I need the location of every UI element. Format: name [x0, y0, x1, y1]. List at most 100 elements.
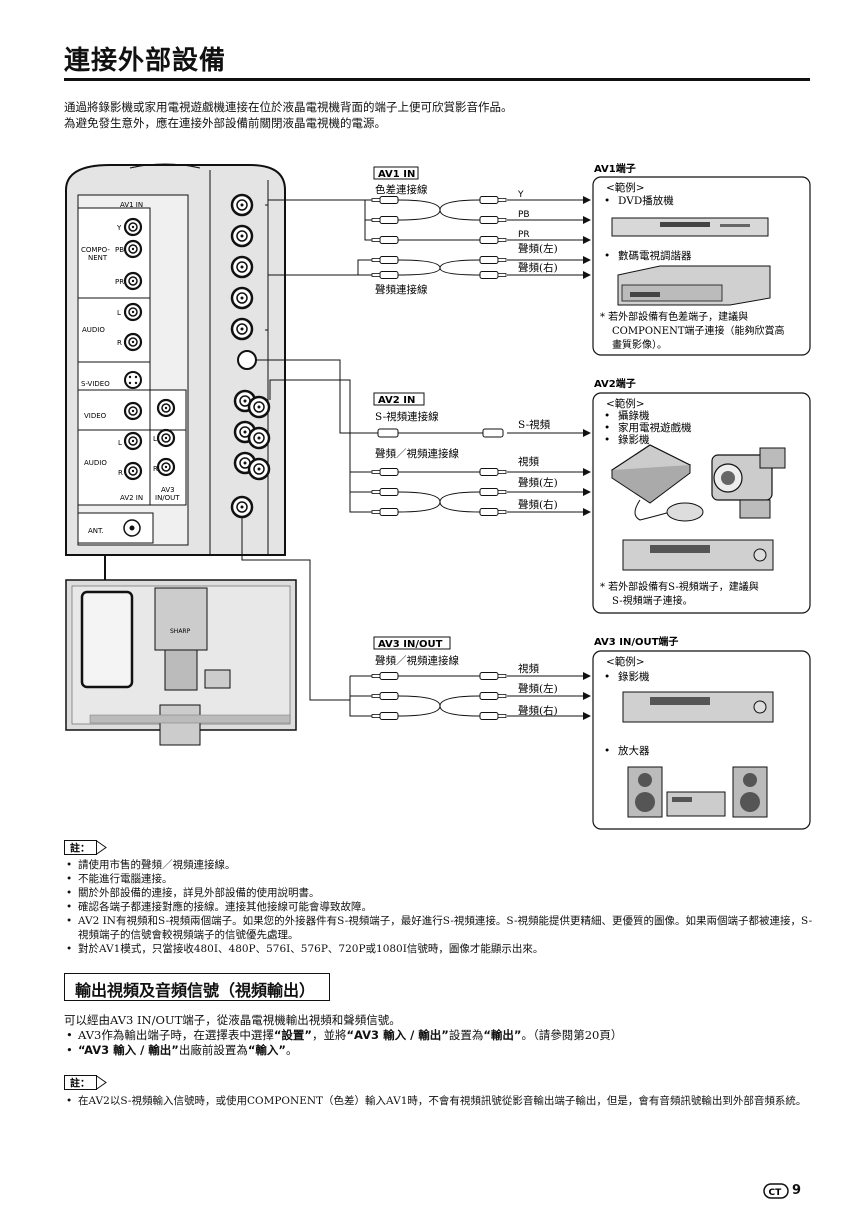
label-component-1: COMPO- [81, 246, 110, 254]
label-l2: L [118, 439, 122, 447]
av2-example: <範例> [606, 397, 645, 410]
svg-text:•: • [604, 250, 610, 262]
av1-sig-y: Y [517, 190, 524, 200]
av1-sig-pr: PR [518, 230, 530, 240]
av3-sig-r: 聲頻(右) [518, 704, 558, 717]
av2-dev-vcr: 錄影機 [618, 433, 650, 446]
tv-rear [65, 555, 297, 746]
camcorder-image [711, 447, 786, 519]
label-l: L [117, 309, 121, 317]
av3-sig-v: 視頻 [518, 662, 539, 675]
language-code: CT [769, 1188, 783, 1198]
label-audio: AUDIO [82, 326, 105, 334]
svg-text:•: • [604, 422, 610, 434]
av2-sig-l: 聲頻(左) [518, 476, 558, 489]
av2-sig-s: S-視頻 [518, 418, 551, 431]
av2-dev-camcorder: 攝錄機 [618, 409, 650, 422]
dvd-player-image [611, 217, 769, 237]
note-badge-2: 註： [64, 1075, 107, 1090]
note-item: 請使用市售的聲頻／視頻連接線。 [64, 858, 814, 872]
av1-box-title: AV1端子 [594, 162, 636, 175]
av1-arrows [507, 196, 591, 279]
av1-sig-pb: PB [518, 210, 530, 220]
tv-panel-jacks [123, 193, 271, 537]
av1-note-2: COMPONENT端子連接（能夠欣賞高 [612, 324, 785, 337]
label-av3-1: AV3 [161, 486, 175, 494]
av1-example: <範例> [606, 181, 645, 194]
av2-note-1: * 若外部設備有S-視頻端子，建議與 [600, 580, 759, 593]
note-item: 對於AV1模式，只當接收480I、480P、576I、576P、720P或108… [64, 942, 814, 956]
label-r3: R [153, 465, 158, 473]
av1-cable-audio: 聲頻連接線 [375, 283, 428, 296]
av3-arrows [507, 672, 591, 720]
label-video: VIDEO [84, 412, 107, 420]
av1-dev-dvd: DVD播放機 [618, 194, 674, 207]
language-badge: CT [763, 1183, 789, 1199]
label-av3-2: IN/OUT [155, 494, 180, 502]
note-item: 不能進行電腦連接。 [64, 872, 814, 886]
svg-text:•: • [604, 745, 610, 757]
av1-cable-component: 色差連接線 [375, 183, 428, 196]
av3-header: AV3 IN/OUT [378, 639, 443, 650]
note-label-2: 註： [70, 1077, 90, 1090]
label-audio2: AUDIO [84, 459, 107, 467]
av3-plugs [371, 672, 507, 720]
label-s-video: S-VIDEO [81, 380, 110, 388]
av1-sig-r: 聲頻(右) [518, 261, 558, 274]
connection-diagram: AV1 IN Y COMPO- NENT PB PR L AUDIO R S-V… [65, 162, 811, 830]
label-y: Y [116, 224, 122, 232]
av3-cable-av: 聲頻／視頻連接線 [375, 654, 459, 667]
av3-wires [241, 517, 481, 717]
notes-list-2: 在AV2以S-視頻輸入信號時，或使用COMPONENT（色差）輸入AV1時，不會… [64, 1094, 814, 1108]
amplifier-image [627, 766, 768, 818]
note-item: 在AV2以S-視頻輸入信號時，或使用COMPONENT（色差）輸入AV1時，不會… [64, 1094, 814, 1108]
av2-arrows [507, 429, 591, 516]
av2-sig-v: 視頻 [518, 455, 539, 468]
av1-header: AV1 IN [378, 169, 415, 180]
av1-dev-tuner: 數碼電視調諧器 [618, 249, 692, 262]
notes-list: 請使用市售的聲頻／視頻連接線。 不能進行電腦連接。 關於外部設備的連接，詳見外部… [64, 858, 814, 956]
av2-dev-console: 家用電視遊戲機 [618, 421, 692, 434]
label-pr: PR [115, 278, 124, 286]
vcr-image-av3 [622, 691, 774, 723]
svg-text:•: • [604, 410, 610, 422]
av1-wires [265, 199, 481, 331]
section-intro: 可以經由AV3 IN/OUT端子，從液晶電視機輸出視頻和聲頻信號。 [64, 1013, 401, 1027]
section-bullet-2: “AV3 輸入 / 輸出”出廠前設置為“輸入”。 [64, 1043, 298, 1058]
label-l3: L [153, 435, 157, 443]
section-title-box [64, 973, 330, 1001]
svg-text:•: • [604, 434, 610, 446]
label-r: R [117, 339, 122, 347]
title-rule [64, 78, 810, 81]
av3-dev-amp: 放大器 [618, 744, 650, 757]
av2-header: AV2 IN [378, 395, 415, 406]
note-badge: 註： [64, 840, 107, 855]
page-title: 連接外部設備 [64, 46, 227, 76]
section-bullet-1: AV3作為輸出端子時，在選擇表中選擇“設置”，並將“AV3 輸入 / 輸出”設置… [64, 1028, 622, 1043]
svg-text:•: • [604, 671, 610, 683]
tv-brand: SHARP [170, 628, 191, 635]
label-pb: PB [115, 246, 124, 254]
av2-sig-r: 聲頻(右) [518, 498, 558, 511]
svg-text:•: • [604, 195, 610, 207]
note-item: 關於外部設備的連接，詳見外部設備的使用說明書。 [64, 886, 814, 900]
section-title: 輸出視頻及音頻信號（視頻輸出） [75, 981, 316, 1000]
label-ant: ANT. [88, 527, 104, 535]
av2-plugs [371, 428, 507, 516]
av1-note-3: 畫質影像）。 [612, 338, 667, 351]
intro-line-1: 通過將錄影機或家用電視遊戲機連接在位於液晶電視機背面的端子上便可欣賞影音作品。 [64, 100, 513, 114]
av2-note-2: S-視頻端子連接。 [612, 594, 693, 607]
av3-sig-l: 聲頻(左) [518, 682, 558, 695]
av2-cable-av: 聲頻／視頻連接線 [375, 447, 459, 460]
game-console-image [610, 444, 704, 522]
note-item: AV2 IN有視頻和S-視頻兩個端子。如果您的外接器件有S-視頻端子，最好進行S… [64, 914, 814, 942]
av2-cable-svideo: S-視頻連接線 [375, 410, 439, 423]
av1-note-1: * 若外部設備有色差端子，建議與 [600, 310, 748, 323]
av3-box-title: AV3 IN/OUT端子 [594, 635, 678, 648]
label-component-2: NENT [88, 254, 108, 262]
vcr-image-av2 [622, 539, 774, 571]
av3-example: <範例> [606, 655, 645, 668]
note-item: 確認各端子都連接對應的接線。連接其他接線可能會導致故障。 [64, 900, 814, 914]
av1-sig-l: 聲頻(左) [518, 242, 558, 255]
label-av2-in: AV2 IN [120, 494, 143, 502]
